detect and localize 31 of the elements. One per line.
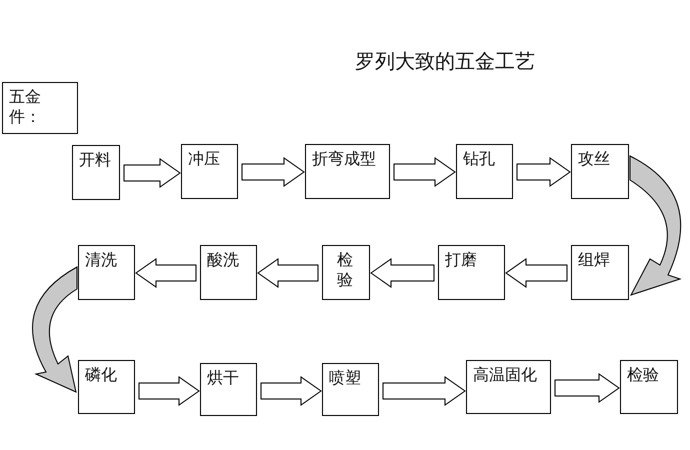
block-arrow (124, 158, 181, 188)
process-box: 折弯成型 (305, 144, 390, 199)
process-box: 攻丝 (571, 144, 629, 199)
process-box: 酸洗 (200, 245, 257, 300)
process-box: 烘干 (200, 363, 257, 416)
block-arrow (630, 156, 682, 296)
process-box: 开料 (72, 145, 120, 200)
process-box: 打磨 (438, 245, 505, 300)
process-box: 喷塑 (322, 363, 379, 416)
block-arrow (394, 157, 456, 187)
block-arrow (505, 258, 568, 288)
title-box: 五金件： (2, 82, 78, 134)
block-arrow (257, 258, 318, 288)
process-box: 高温固化 (466, 360, 551, 414)
process-box: 组焊 (571, 245, 629, 300)
block-arrow (135, 258, 196, 288)
process-box: 磷化 (78, 360, 135, 414)
process-box: 清洗 (78, 245, 135, 300)
process-box: 检验 (322, 245, 370, 300)
block-arrow (242, 157, 305, 187)
block-arrow (554, 373, 620, 403)
block-arrow (516, 157, 571, 187)
block-arrow (382, 376, 466, 406)
block-arrow (260, 376, 322, 406)
diagram-title: 罗列大致的五金工艺 (355, 48, 535, 75)
process-box: 冲压 (181, 144, 238, 199)
process-box: 检验 (620, 360, 678, 414)
process-box: 钻孔 (456, 144, 513, 199)
block-arrow (138, 376, 200, 406)
block-arrow (32, 266, 78, 392)
block-arrow (370, 258, 434, 288)
